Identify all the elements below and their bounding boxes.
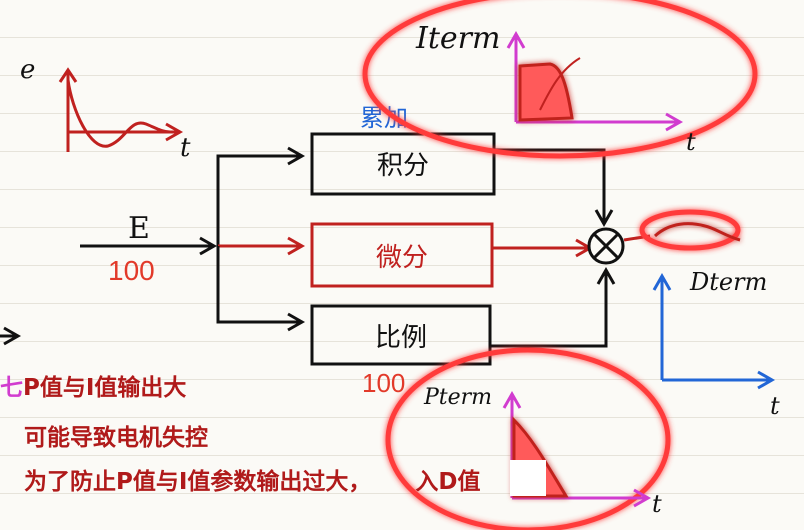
iterm-t-label: t (686, 128, 696, 156)
note-line-3-text: 为了防止P值与I值参数输出过大， (24, 469, 372, 495)
output-lines (490, 148, 616, 348)
note-line-3-suffix: 入D值 (415, 469, 481, 495)
note-line-1: 七P值与I值输出大 (0, 368, 186, 402)
pterm-t-label: t (652, 490, 662, 518)
error-graph: e t (20, 55, 191, 163)
derivative-block: 微分 (310, 222, 494, 288)
iterm-label: Iterm (415, 21, 500, 56)
dterm-t-label: t (770, 392, 780, 420)
note-line-1-text: P值与I值输出大 (23, 375, 187, 401)
input-signal: E 100 (80, 211, 218, 286)
output-scribble (639, 209, 741, 251)
integral-block: 积分 (310, 132, 496, 196)
redaction-block (510, 460, 546, 496)
pterm-plot: Pterm 100 t (362, 347, 671, 530)
e-axis-label: e (20, 55, 35, 85)
dterm-plot: Dterm t (652, 268, 780, 420)
proportional-value: 100 (362, 368, 405, 398)
dterm-label: Dterm (689, 268, 767, 296)
proportional-label: 比例 (375, 323, 427, 353)
edge-arrow (0, 326, 22, 346)
note-line-3: 为了防止P值与I值参数输出过大， 入D值 (24, 462, 481, 496)
branch-lines (216, 146, 306, 332)
input-value: 100 (108, 255, 155, 286)
note-line-2: 可能导致电机失控 (24, 425, 208, 451)
proportional-block: 比例 (310, 304, 492, 366)
input-label: E (128, 211, 150, 246)
iterm-plot: Iterm t (362, 0, 758, 159)
t-axis-label: t (180, 133, 191, 163)
derivative-label: 微分 (376, 243, 428, 273)
note-line-1-prefix: 七 (0, 375, 23, 401)
pterm-label: Pterm (423, 385, 492, 410)
integral-label: 积分 (377, 151, 429, 181)
